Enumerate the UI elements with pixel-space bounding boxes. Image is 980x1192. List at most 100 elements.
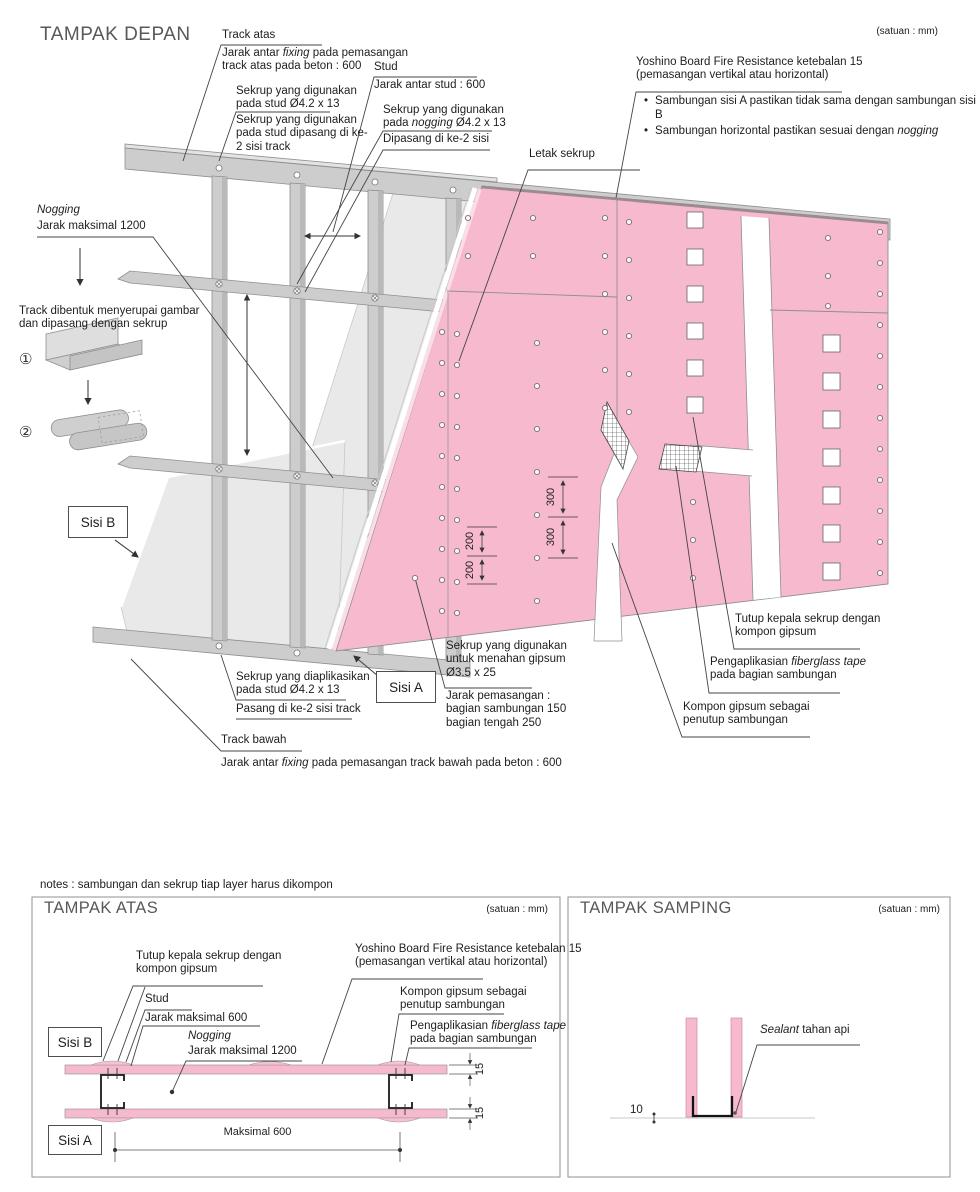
dim-200-a: 200 — [464, 531, 476, 551]
compound-screw-square — [822, 410, 841, 429]
screw-dot — [824, 272, 832, 280]
dim-max600: Maksimal 600 — [223, 1126, 292, 1138]
screw-dot — [601, 290, 609, 298]
label-track-dibentuk: Track dibentuk menyerupai gambar dan dip… — [19, 305, 200, 331]
label-yoshino-2: (pemasangan vertikal atau horizontal) — [636, 69, 829, 81]
top-view-leaders — [102, 978, 532, 1095]
screw-dot — [824, 234, 832, 242]
compound-screw-square — [822, 524, 841, 543]
frame-dimension-arrows — [243, 232, 361, 456]
screw-dot — [438, 576, 446, 584]
thickness-dims — [449, 1053, 478, 1130]
label-top-nogging: Nogging — [188, 1030, 231, 1042]
label-top-stud-note: Jarak maksimal 600 — [145, 1012, 248, 1024]
screw-dot — [453, 516, 461, 524]
screw-dot — [876, 228, 884, 236]
screw-dot — [453, 485, 461, 493]
label-stud: Stud — [374, 61, 398, 73]
screw-dot — [876, 445, 884, 453]
label-dim-10: 10 — [630, 1104, 643, 1116]
sisi-a-box: Sisi A — [376, 671, 436, 703]
front-notes-bullets: •Sambungan sisi A pastikan tidak sama de… — [644, 95, 979, 140]
label-yoshino-1: Yoshino Board Fire Resistance ketebalan … — [636, 56, 863, 68]
compound-screw-square — [686, 359, 704, 377]
top-unit-note: (satuan : mm) — [486, 904, 548, 915]
compound-screw-square — [822, 372, 841, 391]
compound-screw-square — [686, 211, 704, 229]
screw-dot — [533, 425, 541, 433]
top-view-title: TAMPAK ATAS — [44, 899, 159, 917]
label-top-tutup: Tutup kepala sekrup dengan kompon gipsum — [136, 950, 282, 976]
label-sekrup-stud-1: Sekrup yang digunakan pada stud Ø4.2 x 1… — [236, 85, 357, 111]
dim-200-b: 200 — [464, 560, 476, 580]
screw-dot — [438, 514, 446, 522]
screw-dot — [876, 259, 884, 267]
board-strip-right — [730, 1017, 743, 1118]
screw-dot — [453, 609, 461, 617]
screw-dot — [625, 294, 633, 302]
compound-screw-square — [822, 562, 841, 581]
screw-dot — [453, 454, 461, 462]
compound-screw-square — [822, 486, 841, 505]
board-joint-lines — [446, 200, 889, 637]
board-strip-top — [64, 1064, 448, 1075]
screw-dot — [601, 214, 609, 222]
screw-dot — [876, 321, 884, 329]
label-sekrup-stud-2: Sekrup yang digunakan pada stud dipasang… — [236, 114, 368, 153]
label-letak-sekrup: Letak sekrup — [529, 148, 595, 160]
floor-track-u-channel — [691, 1096, 734, 1118]
side-unit-note: (satuan : mm) — [878, 904, 940, 915]
side-view-title: TAMPAK SAMPING — [580, 899, 732, 917]
label-sekrup-nogging: Sekrup yang digunakan pada nogging Ø4.2 … — [383, 104, 506, 130]
screw-dot — [876, 538, 884, 546]
dim-10 — [652, 1112, 672, 1124]
screw-dot — [876, 507, 884, 515]
label-top-yoshino-1: Yoshino Board Fire Resistance ketebalan … — [355, 943, 582, 955]
screw-dot — [824, 302, 832, 310]
track-forming-sketch — [44, 317, 148, 451]
screw-dot — [529, 252, 537, 260]
screw-dot — [625, 332, 633, 340]
label-track-bawah: Track bawah — [221, 734, 287, 746]
label-kompon: Kompon gipsum sebagai penutup sambungan — [683, 701, 810, 727]
fiberglass-tape-hatch — [600, 400, 703, 473]
screw-dot — [529, 214, 537, 222]
screw-dot — [438, 545, 446, 553]
screw-dot — [601, 404, 609, 412]
label-track-bawah-note: Jarak antar fixing pada pemasangan track… — [221, 757, 562, 769]
vertical-joint-gap — [741, 216, 781, 600]
label-nogging-note: Jarak maksimal 1200 — [37, 220, 146, 232]
screw-dot — [453, 361, 461, 369]
screw-dot — [453, 578, 461, 586]
label-track-atas: Track atas — [222, 29, 276, 41]
screw-dot — [464, 214, 472, 222]
screw-dot — [438, 452, 446, 460]
c-channel-screws — [107, 1068, 406, 1115]
screw-dot — [689, 536, 697, 544]
label-jarak-pemasangan: Jarak pemasangan : bagian sambungan 150 … — [446, 690, 567, 729]
screw-dot — [876, 383, 884, 391]
screw-dot — [438, 607, 446, 615]
compound-covered-screw-squares — [686, 211, 841, 581]
screw-dot — [625, 370, 633, 378]
c-channel-studs — [100, 1074, 413, 1109]
bullet-1-text: Sambungan sisi A pastikan tidak sama den… — [655, 95, 976, 121]
label-top-yoshino-2: (pemasangan vertikal atau horizontal) — [355, 956, 548, 968]
label-top-nogging-note: Jarak maksimal 1200 — [188, 1045, 297, 1057]
label-sekrup-diaplikasikan: Sekrup yang diaplikasikan pada stud Ø4.2… — [236, 671, 370, 697]
top-sisi-a-box: Sisi A — [48, 1125, 102, 1155]
screw-dot — [438, 359, 446, 367]
screw-dot — [689, 498, 697, 506]
screw-dot — [876, 290, 884, 298]
max600-dim — [113, 1132, 402, 1162]
screw-dot — [533, 468, 541, 476]
screw-dot — [876, 476, 884, 484]
screw-dot — [533, 511, 541, 519]
dim-15-a: 15 — [474, 1062, 486, 1076]
compound-screw-square — [686, 248, 704, 266]
screw-dot — [601, 366, 609, 374]
label-top-kompon: Kompon gipsum sebagai penutup sambungan — [400, 986, 527, 1012]
screw-dots — [438, 214, 884, 617]
